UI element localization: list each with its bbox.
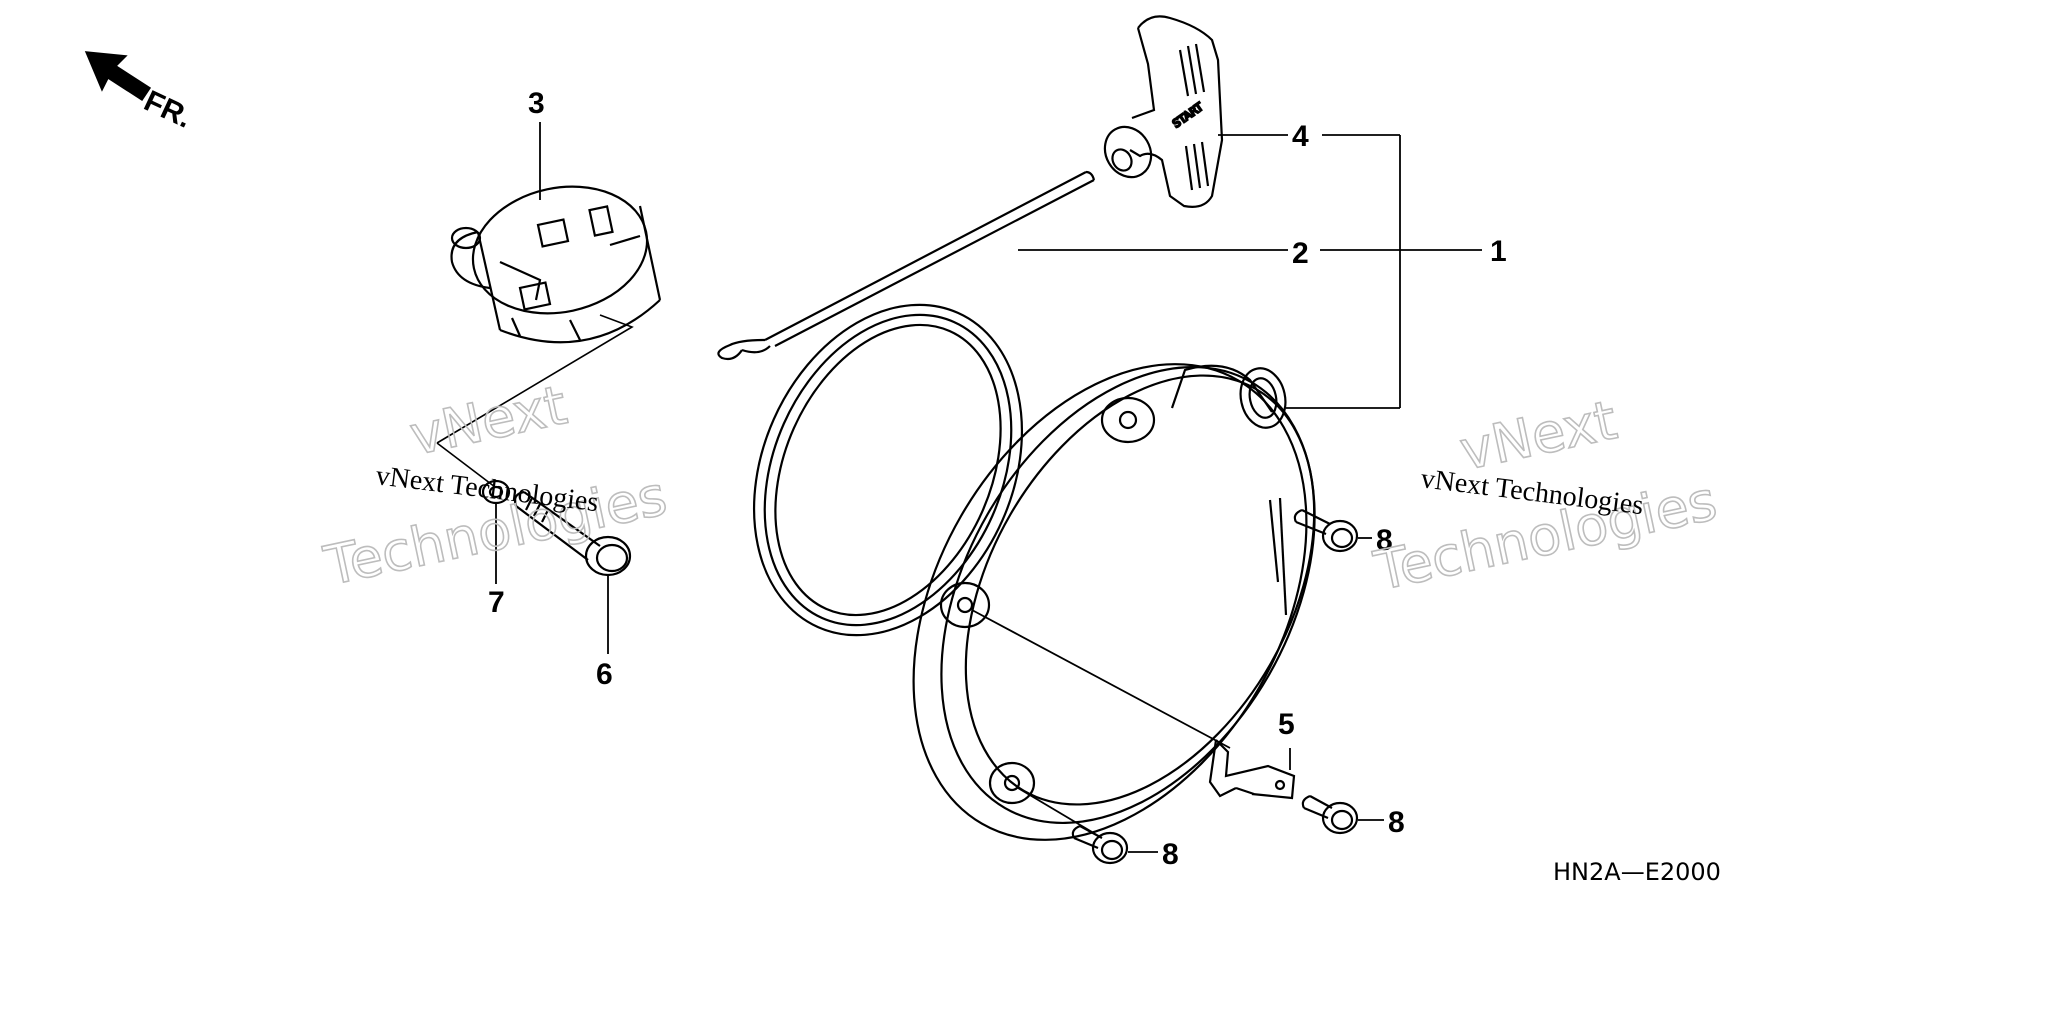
front-direction-arrow: FR. — [84, 51, 197, 135]
watermark-right-big-line1: vNext — [1455, 388, 1622, 482]
drawing-code: HN2A—E2000 — [1553, 858, 1721, 886]
washer — [481, 479, 511, 505]
callout-6: 6 — [596, 658, 613, 691]
flange-bolt-lower — [1071, 824, 1129, 865]
rope-guide-bracket — [1208, 739, 1296, 800]
starter-rope — [717, 170, 1096, 637]
watermark-left-big-line1: vNext — [405, 373, 572, 467]
callout-3: 3 — [528, 87, 545, 120]
callout-8-lower: 8 — [1162, 838, 1179, 871]
watermark-right: vNext Technologies vNext Technologies — [1368, 387, 1723, 603]
starter-pulley — [450, 185, 662, 344]
callout-1: 1 — [1490, 235, 1507, 268]
callout-7: 7 — [488, 586, 505, 619]
callout-8-upper: 8 — [1376, 524, 1393, 557]
callout-numbers: 1 2 3 4 5 6 7 8 8 8 — [488, 87, 1507, 871]
pulley-guide-lines — [436, 314, 634, 488]
grip-start-label: START — [1170, 100, 1205, 130]
starter-housing — [912, 363, 1316, 841]
callout-2: 2 — [1292, 237, 1309, 270]
flange-bolt-bracket — [1301, 794, 1359, 835]
flange-bolt-upper — [1293, 508, 1359, 553]
leader-lines — [495, 122, 1482, 853]
starter-grip: START — [1103, 15, 1224, 208]
callout-8-bracket: 8 — [1388, 806, 1405, 839]
callout-5: 5 — [1278, 708, 1295, 741]
callout-4: 4 — [1292, 120, 1309, 153]
